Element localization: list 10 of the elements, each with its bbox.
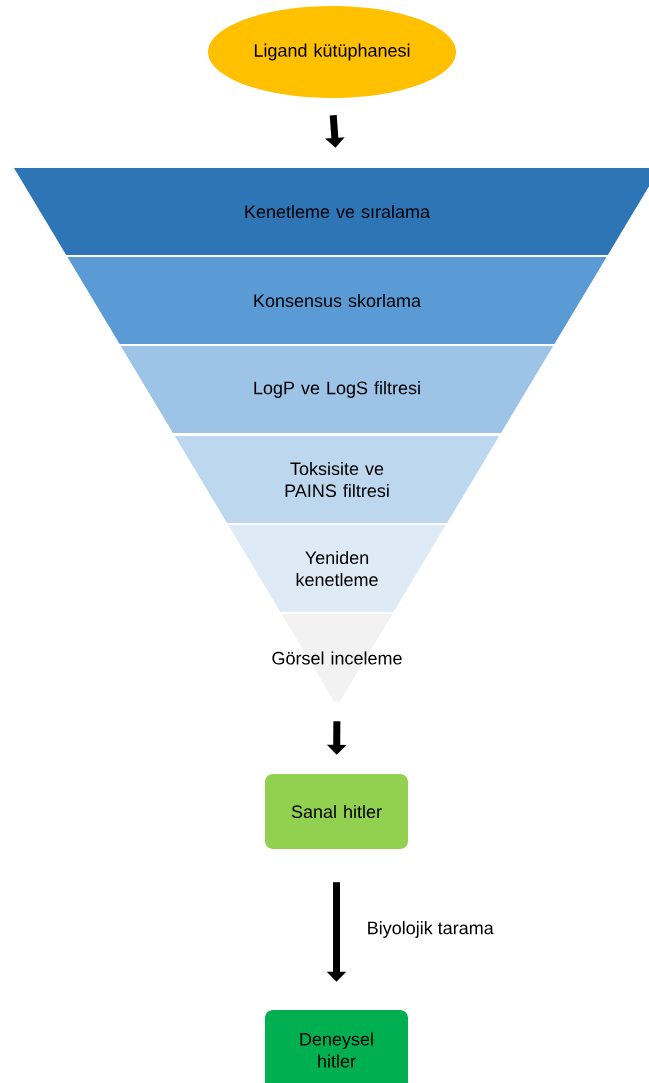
process-box: Deneysel hitler [265,1010,408,1083]
ellipse-node: Ligand kütüphanesi [208,6,456,98]
funnel-band: Toksisite ve PAINS filtresi [174,436,500,523]
funnel-band: Konsensus skorlama [67,257,607,344]
funnel-band: Yeniden kenetleme [228,525,446,612]
funnel-band: LogP ve LogS filtresi [120,346,554,433]
funnel-band: Kenetleme ve sıralama [14,168,649,255]
process-box: Sanal hitler [265,774,408,849]
funnel-band: Görsel inceleme [272,614,402,702]
edge-label: Biyolojik tarama [368,921,494,938]
